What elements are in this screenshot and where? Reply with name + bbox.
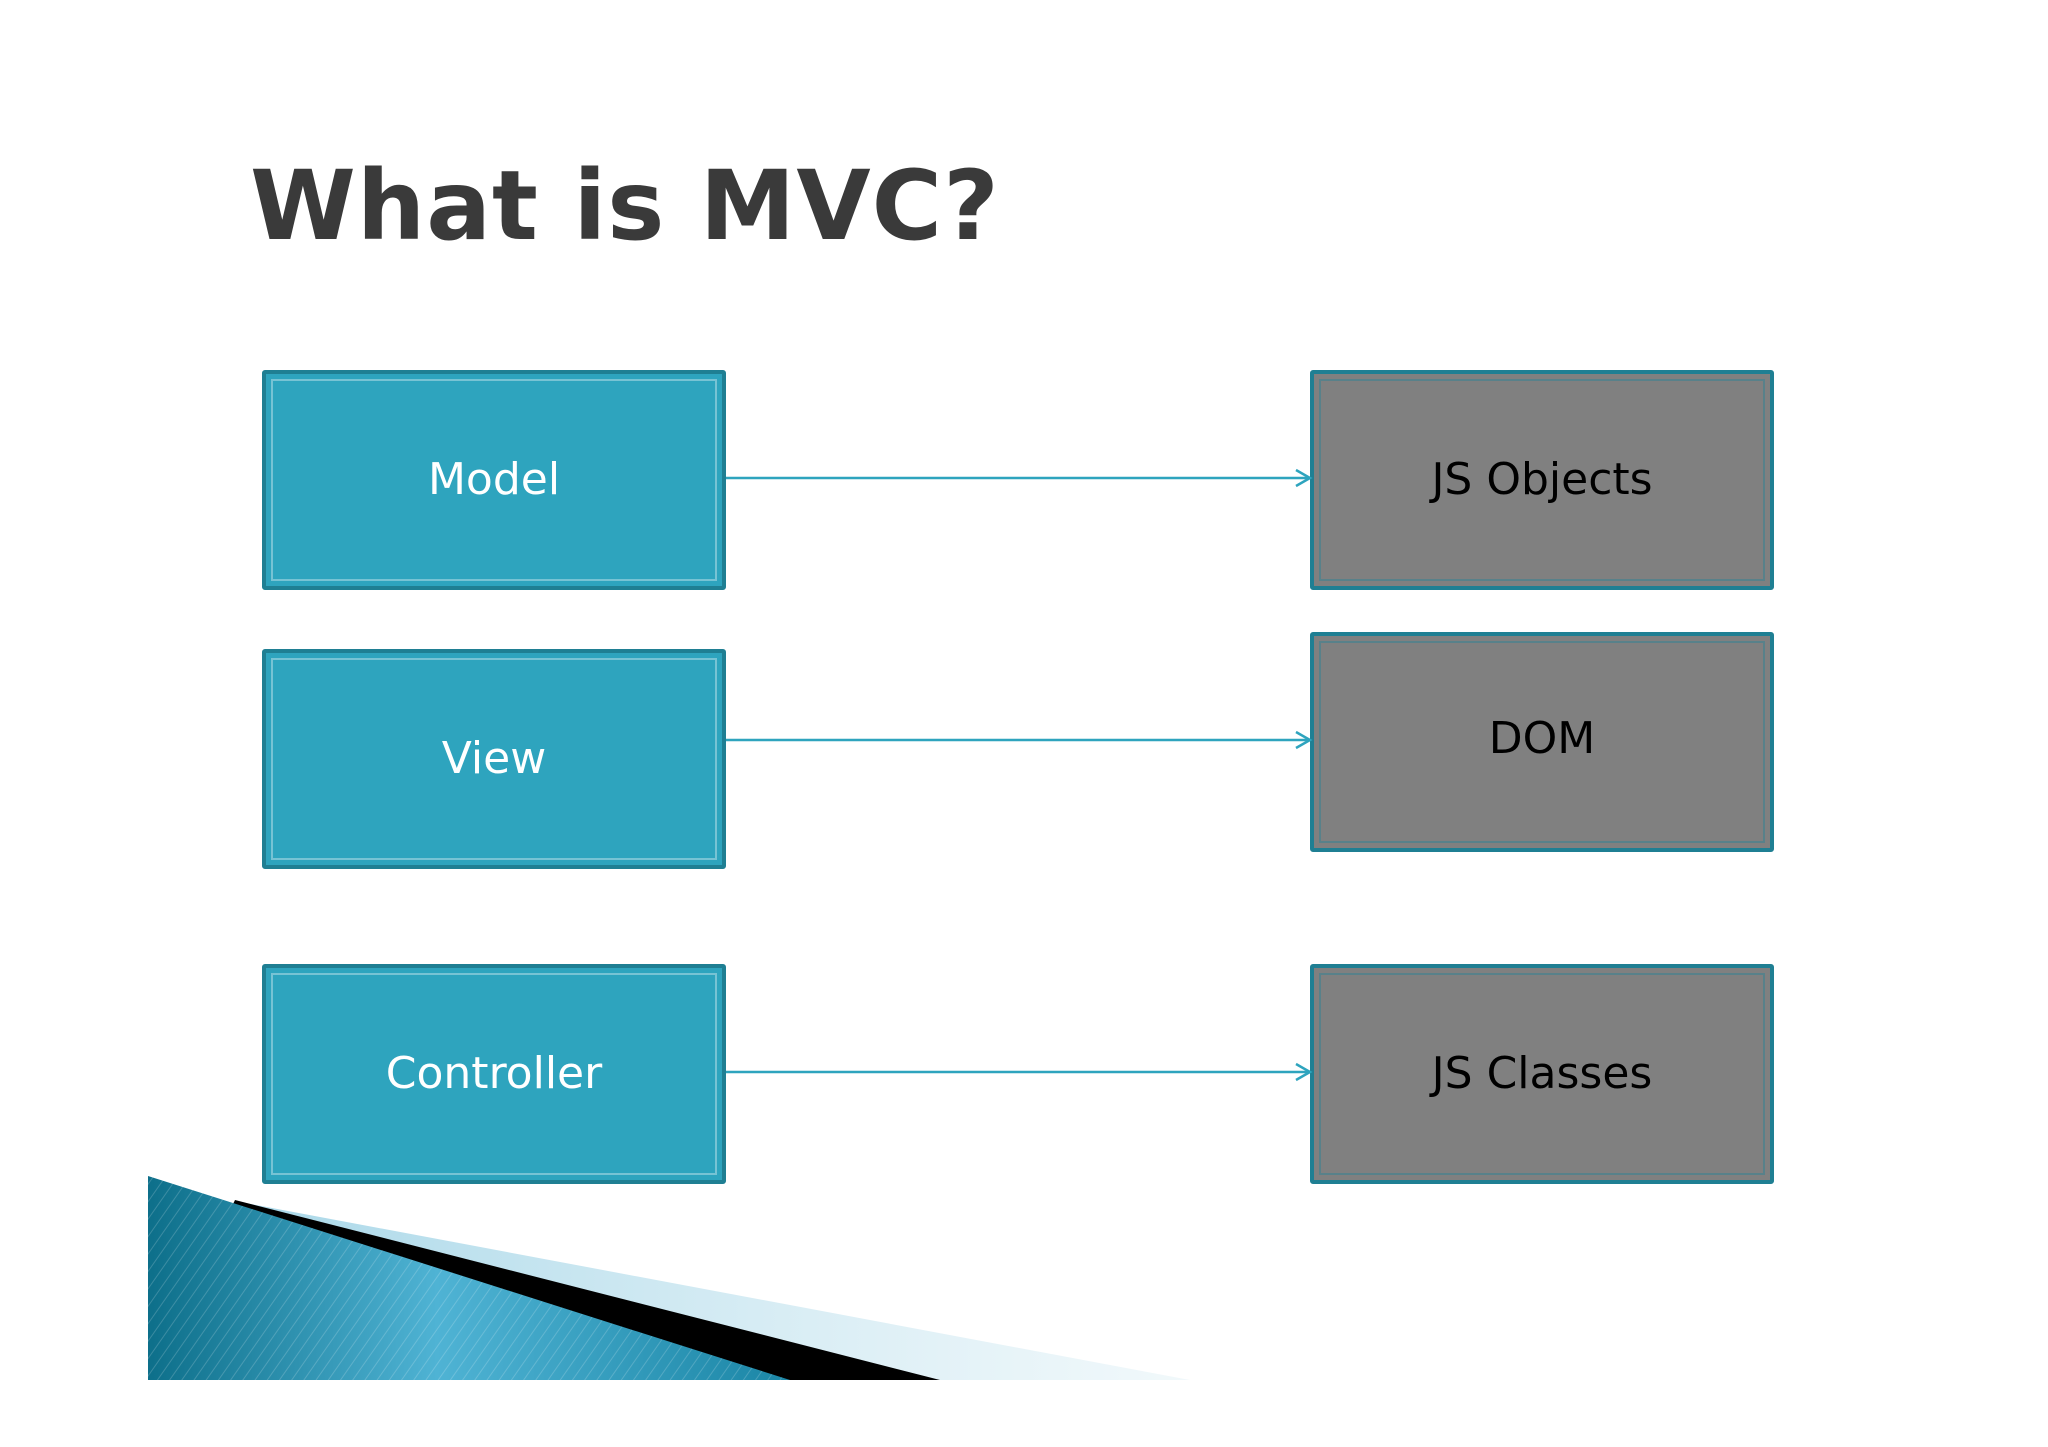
slide-title: What is MVC? [250, 150, 1000, 262]
js-classes-label: JS Classes [1431, 1048, 1653, 1099]
view-label: View [441, 733, 547, 784]
model-label: Model [427, 454, 561, 505]
dom-label: DOM [1488, 713, 1596, 764]
view-box: View [262, 649, 726, 869]
controller-box: Controller [262, 964, 726, 1184]
model-box: Model [262, 370, 726, 590]
controller-label: Controller [385, 1048, 603, 1099]
dom-box: DOM [1310, 632, 1774, 852]
js-classes-box: JS Classes [1310, 964, 1774, 1184]
wedge-stripes [148, 1176, 790, 1380]
js-objects-label: JS Objects [1431, 454, 1653, 505]
view-arrowhead [1295, 730, 1313, 750]
js-objects-box: JS Objects [1310, 370, 1774, 590]
controller-arrowhead [1295, 1062, 1313, 1082]
model-arrowhead [1295, 468, 1313, 488]
